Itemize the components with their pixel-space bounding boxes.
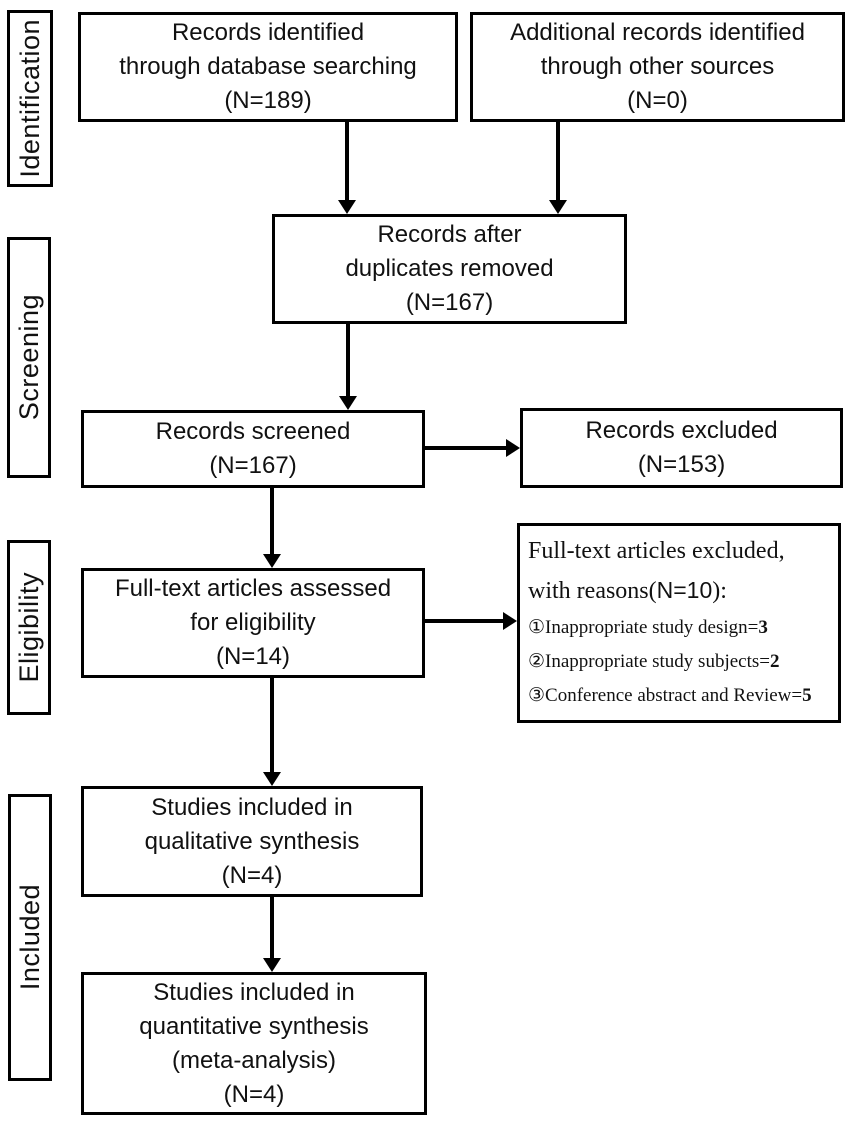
excluded-heading-line2: with reasons(N=10): — [528, 571, 834, 611]
exclusion-reason-2: ②Inappropriate study subjects=2 — [528, 645, 834, 679]
box-records-identified: Records identified through database sear… — [78, 12, 458, 122]
stage-label-identification: Identification — [7, 10, 53, 187]
box-line: (N=4) — [223, 1080, 285, 1108]
box-line: (N=14) — [215, 643, 291, 670]
arrow-shaft — [270, 678, 274, 774]
box-line: (N=4) — [221, 861, 283, 889]
stage-label-text: Identification — [14, 19, 45, 178]
box-records-screened: Records screened (N=167) — [81, 410, 425, 488]
box-duplicates-removed: Records after duplicates removed (N=167) — [272, 214, 627, 324]
stage-label-text: Screening — [13, 294, 44, 421]
box-additional-records: Additional records identified through ot… — [470, 12, 845, 122]
arrow-head-icon — [506, 439, 520, 457]
heading-prefix: with reasons( — [528, 578, 657, 604]
box-line: for eligibility — [190, 609, 316, 636]
box-line: Full-text articles assessed — [114, 575, 392, 602]
box-line: (N=153) — [637, 451, 726, 478]
arrow-shaft — [346, 324, 350, 398]
arrow-shaft — [556, 122, 560, 202]
box-line: Studies included in — [151, 793, 353, 821]
box-line: (N=0) — [627, 87, 688, 114]
flow-arrow-screened-to-assessed — [263, 488, 281, 568]
box-line: (N=167) — [405, 289, 494, 316]
box-line: duplicates removed — [345, 255, 554, 282]
box-line: quantitative synthesis — [139, 1012, 369, 1040]
box-line: through database searching — [119, 53, 417, 80]
box-line: (N=189) — [224, 87, 312, 114]
reason-label: ①Inappropriate study design= — [528, 617, 759, 638]
flow-arrow-screened-to-excluded — [425, 439, 520, 457]
arrow-head-icon — [263, 554, 281, 568]
box-fulltext-assessed: Full-text articles assessed for eligibil… — [81, 568, 425, 678]
box-line: Records excluded — [585, 417, 778, 444]
stage-label-text: Eligibility — [13, 572, 44, 683]
box-records-excluded: Records excluded (N=153) — [520, 408, 843, 488]
reason-count: 3 — [758, 617, 768, 638]
reason-count: 5 — [802, 685, 812, 706]
box-line: qualitative synthesis — [144, 827, 360, 855]
arrow-shaft — [425, 446, 508, 450]
arrow-shaft — [270, 897, 274, 960]
arrow-head-icon — [549, 200, 567, 214]
arrow-head-icon — [339, 396, 357, 410]
arrow-head-icon — [263, 958, 281, 972]
arrow-shaft — [425, 619, 505, 623]
box-qualitative-synthesis: Studies included in qualitative synthesi… — [81, 786, 423, 897]
flow-arrow-identified-to-duplicates — [338, 122, 356, 214]
arrow-head-icon — [263, 772, 281, 786]
box-line: (meta-analysis) — [171, 1046, 337, 1074]
excluded-heading-line1: Full-text articles excluded, — [528, 538, 785, 564]
box-fulltext-excluded: Full-text articles excluded, with reason… — [517, 523, 841, 723]
arrow-shaft — [345, 122, 349, 202]
heading-n-count: N=10 — [656, 577, 713, 603]
arrow-shaft — [270, 488, 274, 556]
box-line: Records after — [377, 221, 522, 248]
reason-count: 2 — [769, 651, 780, 672]
flow-arrow-duplicates-to-screened — [339, 324, 357, 410]
stage-label-text: Included — [14, 884, 45, 991]
reason-label: ②Inappropriate study subjects= — [528, 651, 770, 672]
stage-label-eligibility: Eligibility — [7, 540, 51, 715]
exclusion-reason-3: ③Conference abstract and Review=5 — [528, 679, 834, 713]
stage-label-screening: Screening — [7, 237, 51, 478]
box-line: Records screened — [155, 418, 351, 445]
exclusion-reason-1: ①Inappropriate study design=3 — [528, 611, 834, 645]
stage-label-included: Included — [8, 794, 52, 1081]
box-line: (N=167) — [209, 452, 297, 479]
heading-suffix: ): — [712, 578, 727, 604]
flow-arrow-assessed-to-fulltext-excluded — [425, 612, 517, 630]
arrow-head-icon — [503, 612, 517, 630]
flow-arrow-additional-to-duplicates — [549, 122, 567, 214]
flow-arrow-qualitative-to-quantitative — [263, 897, 281, 972]
arrow-head-icon — [338, 200, 356, 214]
box-line: Records identified — [171, 19, 365, 46]
box-line: Studies included in — [153, 978, 355, 1006]
box-line: through other sources — [540, 53, 775, 80]
reason-label: ③Conference abstract and Review= — [528, 685, 803, 706]
box-line: Additional records identified — [510, 19, 805, 46]
flow-arrow-assessed-to-qualitative — [263, 678, 281, 786]
box-quantitative-synthesis: Studies included in quantitative synthes… — [81, 972, 427, 1115]
